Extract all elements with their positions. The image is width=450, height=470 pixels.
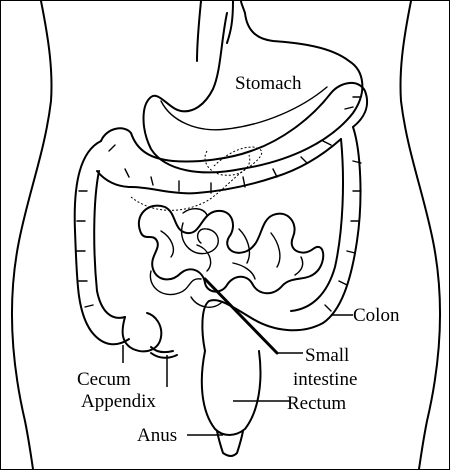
torso-outline-right: [399, 1, 442, 469]
label-rectum: Rectum: [287, 393, 346, 414]
label-appendix: Appendix: [81, 391, 156, 412]
small-intestine-loops: [138, 204, 325, 295]
anal-canal: [216, 430, 244, 457]
small-intestine-folds: [160, 208, 304, 280]
rectum-shape: [200, 350, 262, 436]
torso-outline-left: [10, 1, 53, 469]
transverse-colon-top: [100, 82, 369, 163]
appendix-shape: [150, 346, 178, 359]
ascending-colon-outer: [73, 140, 130, 346]
small-intestine-pointer: [203, 277, 279, 355]
label-stomach: Stomach: [235, 73, 302, 94]
pancreas-dotted-2: [204, 150, 251, 176]
sigmoid-colon: [201, 299, 254, 352]
label-intestine: intestine: [293, 369, 357, 390]
descending-colon-outer: [252, 126, 362, 332]
stomach-inner-fold: [160, 86, 328, 131]
label-anus: Anus: [137, 425, 177, 446]
ascending-colon-inner: [93, 170, 126, 319]
transverse-colon-haustra: [108, 96, 362, 194]
label-cecum: Cecum: [77, 369, 131, 390]
label-small: Small: [305, 345, 349, 366]
throat-right: [226, 1, 234, 44]
small-intestine-lower: [149, 270, 222, 308]
descending-colon-haustra: [324, 160, 362, 312]
transverse-colon-bottom: [96, 138, 342, 195]
ascending-colon-haustra: [76, 190, 94, 308]
small-intestine-coil: [180, 222, 219, 255]
descending-colon-inner: [290, 138, 344, 312]
cecum-shape: [121, 312, 163, 353]
pancreas-dotted: [130, 146, 263, 211]
label-colon: Colon: [353, 305, 400, 326]
throat-left: [196, 1, 202, 62]
